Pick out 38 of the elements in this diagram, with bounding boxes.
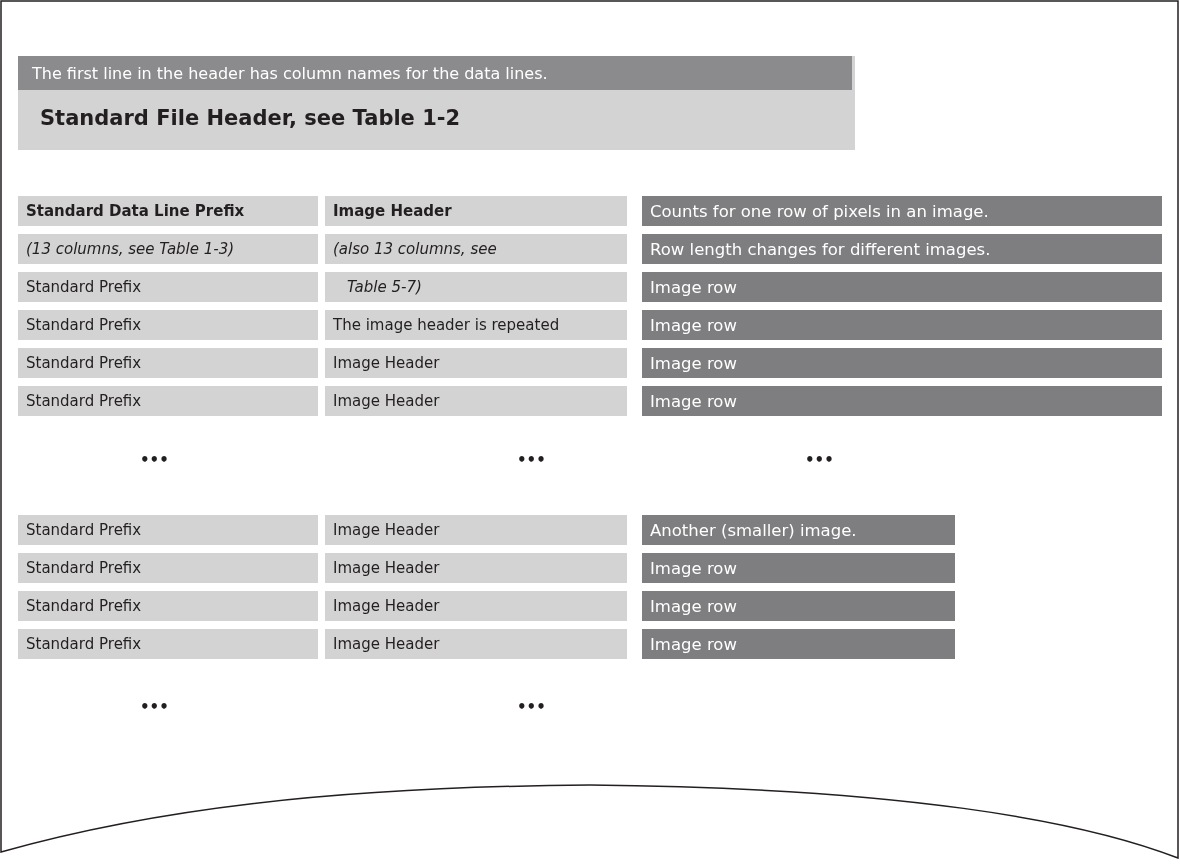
row-description: Image row [642, 348, 1162, 378]
header-panel [18, 56, 855, 150]
data-cell: Image Header [325, 348, 627, 378]
data-cell: Table 5-7) [325, 272, 627, 302]
row-description: Image row [642, 629, 955, 659]
row-description: Image row [642, 553, 955, 583]
data-cell: (also 13 columns, see [325, 234, 627, 264]
data-cell: Standard Prefix [18, 515, 318, 545]
ellipsis: ••• [140, 698, 169, 716]
row-description: Row length changes for different images. [642, 234, 1162, 264]
data-cell: Standard Prefix [18, 591, 318, 621]
row-description: Image row [642, 310, 1162, 340]
data-cell: Standard Prefix [18, 348, 318, 378]
row-description: Counts for one row of pixels in an image. [642, 196, 1162, 226]
data-cell: Image Header [325, 386, 627, 416]
data-cell: Standard Prefix [18, 310, 318, 340]
data-cell: Standard Data Line Prefix [18, 196, 318, 226]
data-cell: Image Header [325, 515, 627, 545]
data-cell: Standard Prefix [18, 629, 318, 659]
row-description: Image row [642, 591, 955, 621]
data-cell: Image Header [325, 629, 627, 659]
ellipsis: ••• [517, 451, 546, 469]
row-description: Image row [642, 386, 1162, 416]
ellipsis: ••• [517, 698, 546, 716]
data-cell: Image Header [325, 591, 627, 621]
data-cell: The image header is repeated [325, 310, 627, 340]
note-band: The first line in the header has column names for the data lines. [18, 56, 852, 90]
data-cell: Standard Prefix [18, 553, 318, 583]
ellipsis: ••• [805, 451, 834, 469]
row-description: Another (smaller) image. [642, 515, 955, 545]
header-title: Standard File Header, see Table 1-2 [40, 106, 461, 130]
ellipsis: ••• [140, 451, 169, 469]
data-cell: (13 columns, see Table 1-3) [18, 234, 318, 264]
row-description: Image row [642, 272, 1162, 302]
data-cell: Standard Prefix [18, 272, 318, 302]
data-cell: Image Header [325, 196, 627, 226]
data-cell: Image Header [325, 553, 627, 583]
data-cell: Standard Prefix [18, 386, 318, 416]
